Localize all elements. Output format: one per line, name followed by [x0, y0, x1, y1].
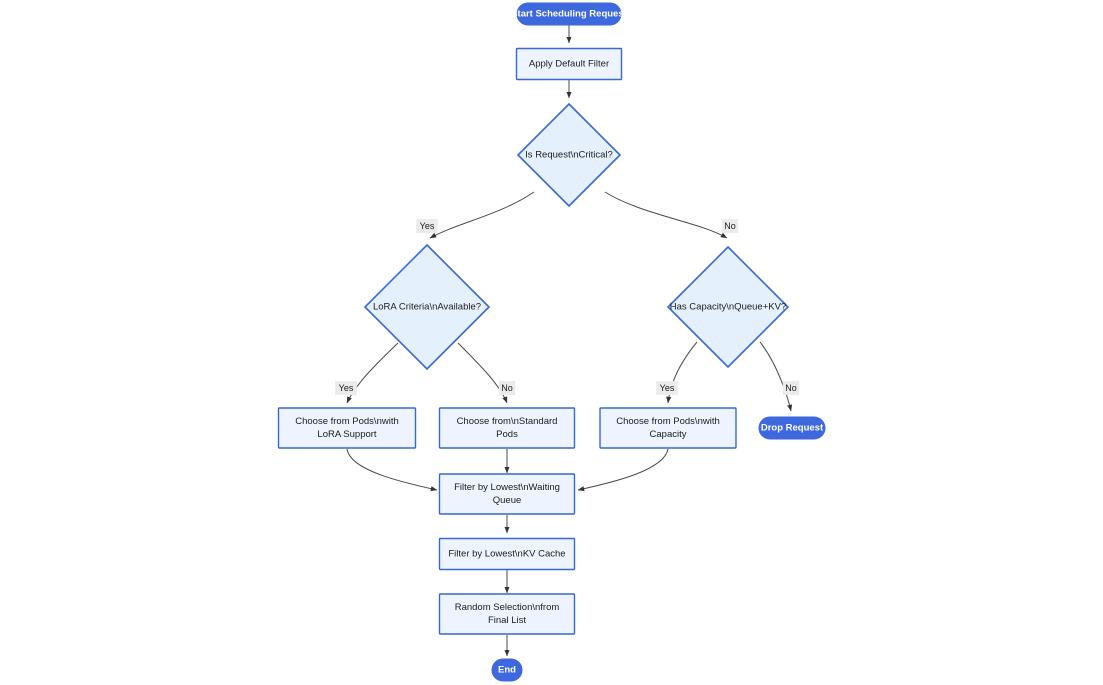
edge-label-background	[721, 219, 739, 233]
edge-label-is_critical-lora_criteria: Yes	[416, 219, 438, 233]
edge-label-text: No	[724, 221, 736, 231]
node-shape-rect	[599, 407, 737, 449]
node-shape-diamond	[516, 102, 622, 208]
edge-lora_criteria-to-choose_standard	[457, 342, 508, 404]
edge-label-has_capacity-choose_capacity: Yes	[656, 381, 678, 395]
edge-has_capacity-to-drop_request	[759, 341, 793, 412]
edge-label-has_capacity-drop_request: No	[782, 381, 800, 395]
node-label-text: Choose from Pods\nwith	[616, 416, 720, 427]
edge-label-text: No	[785, 383, 797, 393]
node-shape-diamond	[666, 245, 790, 369]
node-shape-rect	[277, 407, 417, 449]
node-shape-diamond	[363, 243, 491, 371]
edge-has_capacity-to-choose_capacity	[666, 341, 698, 404]
node-shape-rect	[515, 47, 623, 81]
node-label-text: Start Scheduling Request	[511, 9, 627, 20]
node-end[interactable]: End	[491, 658, 523, 682]
node-start[interactable]: Start Scheduling Request	[511, 2, 628, 26]
edge-label-text: Yes	[660, 383, 675, 393]
edge-is_critical-to-lora_criteria	[429, 191, 535, 239]
node-shape-rect	[438, 473, 576, 515]
node-label-text: LoRA Support	[317, 429, 377, 440]
edge-label-lora_criteria-choose_lora: Yes	[335, 381, 357, 395]
node-shape-rect	[438, 593, 576, 635]
edge-choose_capacity-to-filter_queue	[577, 448, 669, 492]
node-label-text: Capacity	[650, 429, 687, 440]
node-label-text: End	[498, 665, 516, 676]
edge-lora_criteria-to-choose_lora	[346, 342, 399, 404]
node-label-text: Random Selection\nfrom	[455, 602, 560, 613]
node-label-text: Final List	[488, 615, 526, 626]
edge-label-is_critical-has_capacity: No	[721, 219, 739, 233]
node-is_critical[interactable]: Is Request\nCritical?	[516, 102, 622, 208]
node-label-text: Choose from\nStandard	[457, 416, 558, 427]
node-label-text: Drop Request	[761, 423, 824, 434]
node-drop_request[interactable]: Drop Request	[758, 416, 826, 440]
edge-label-background	[656, 381, 678, 395]
node-label-text: Has Capacity\nQueue+KV?	[670, 302, 786, 313]
edge-label-background	[782, 381, 800, 395]
node-label-text: Queue	[493, 495, 522, 506]
node-shape-stadium	[758, 416, 826, 440]
edge-label-background	[416, 219, 438, 233]
edge-label-background	[335, 381, 357, 395]
node-label-text: Apply Default Filter	[529, 59, 609, 70]
node-label-text: Choose from Pods\nwith	[295, 416, 399, 427]
node-label-text: Pods	[496, 429, 518, 440]
edge-label-text: Yes	[420, 221, 435, 231]
edge-label-lora_criteria-choose_standard: No	[498, 381, 516, 395]
edge-label-text: Yes	[339, 383, 354, 393]
edge-label-text: No	[501, 383, 513, 393]
edge-is_critical-to-has_capacity	[604, 191, 728, 239]
node-shape-stadium	[491, 658, 523, 682]
edges-layer	[346, 25, 793, 657]
node-filter_kv[interactable]: Filter by Lowest\nKV Cache	[438, 537, 576, 571]
node-shape-rect	[438, 407, 576, 449]
edge-choose_lora-to-filter_queue	[346, 448, 438, 492]
node-label-text: Filter by Lowest\nWaiting	[454, 482, 560, 493]
node-label-text: Filter by Lowest\nKV Cache	[448, 549, 565, 560]
node-lora_criteria[interactable]: LoRA Criteria\nAvailable?	[363, 243, 491, 371]
node-label-text: Is Request\nCritical?	[525, 150, 613, 161]
node-label-text: LoRA Criteria\nAvailable?	[373, 302, 481, 313]
edge-label-background	[498, 381, 516, 395]
node-shape-rect	[438, 537, 576, 571]
node-apply_filter[interactable]: Apply Default Filter	[515, 47, 623, 81]
node-shape-stadium	[516, 2, 622, 26]
node-has_capacity[interactable]: Has Capacity\nQueue+KV?	[666, 245, 790, 369]
